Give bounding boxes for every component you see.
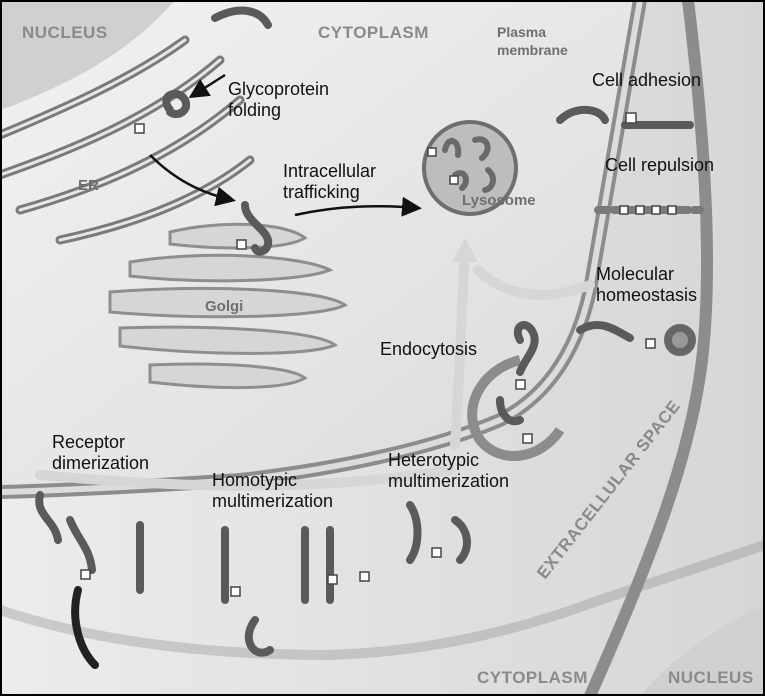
cytoplasm-top-label: CYTOPLASM (318, 23, 429, 42)
plasma-membrane-label-line2: membrane (497, 42, 568, 58)
cytoplasm-bottom-label: CYTOPLASM (477, 668, 588, 687)
endocytosis-label: Endocytosis (380, 339, 477, 359)
cell-adhesion-label: Cell adhesion (592, 70, 701, 90)
receptor-dimerization-label-2: dimerization (52, 453, 149, 473)
plasma-membrane-label-line1: Plasma (497, 24, 546, 40)
heterotypic-multimerization-label-1: Heterotypic (388, 450, 479, 470)
homotypic-multimerization-label-1: Homotypic (212, 470, 297, 490)
heterotypic-multimerization-label-2: multimerization (388, 471, 509, 491)
cell-repulsion-label: Cell repulsion (605, 155, 714, 175)
homotypic-multimerization-label-2: multimerization (212, 491, 333, 511)
nucleus-bottom-label: NUCLEUS (668, 668, 754, 687)
receptor-dimerization-label-1: Receptor (52, 432, 125, 452)
golgi-label: Golgi (205, 298, 243, 315)
lysosome-label: Lysosome (462, 192, 536, 209)
er-label: ER (78, 177, 99, 194)
molecular-homeostasis-label-1: Molecular (596, 264, 674, 284)
glycoprotein-folding-label-1: Glycoprotein (228, 79, 329, 99)
molecular-homeostasis-label-2: homeostasis (596, 285, 697, 305)
intracellular-trafficking-label-2: trafficking (283, 182, 360, 202)
intracellular-trafficking-label-1: Intracellular (283, 161, 376, 181)
nucleus-top-label: NUCLEUS (22, 23, 108, 42)
glycoprotein-folding-label-2: folding (228, 100, 281, 120)
